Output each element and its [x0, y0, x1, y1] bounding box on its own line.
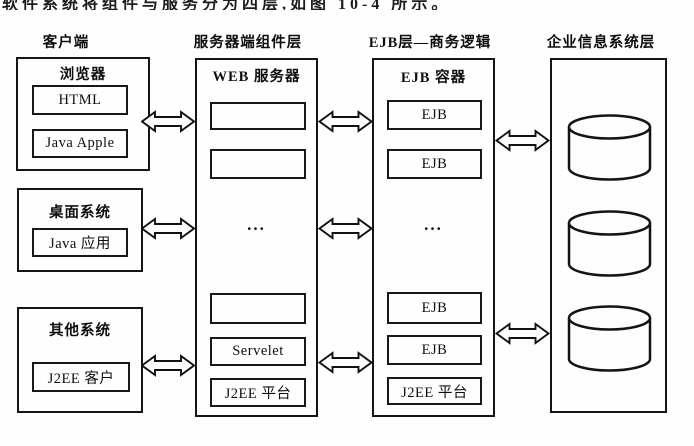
header-server-tier: 服务器端组件层 [193, 35, 303, 51]
web-server-title: WEB 服务器 [212, 69, 301, 85]
cropped-caption-region: 软件系统将组件与服务分为四层,如图 10-4 所示。 [0, 0, 500, 10]
server-empty-box-2 [210, 149, 306, 179]
cropped-caption-text: 软件系统将组件与服务分为四层,如图 10-4 所示。 [2, 0, 452, 10]
servlet-box: Servelet [210, 337, 306, 366]
server-j2ee-platform-box: J2EE 平台 [210, 378, 306, 407]
browser-title: 浏览器 [59, 67, 107, 83]
server-empty-box-3 [210, 293, 306, 324]
database-cylinder-1 [566, 113, 653, 188]
java-apple-box: Java Apple [32, 129, 128, 158]
arrow-ejb-eis-top [494, 129, 551, 157]
ejb-box-3: EJB [387, 292, 482, 324]
database-cylinder-2 [566, 209, 653, 284]
arrow-server-ejb-top [317, 110, 374, 138]
arrow-desktop-server [140, 217, 196, 245]
browser-group-box: 浏览器 HTML Java Apple [16, 57, 150, 171]
database-cylinder-3 [566, 304, 653, 379]
server-empty-box-1 [210, 102, 306, 130]
arrow-browser-server [140, 110, 196, 138]
web-server-column: WEB 服务器 ... Servelet J2EE 平台 [195, 58, 318, 417]
other-system-group-box: 其他系统 J2EE 客户 [17, 307, 143, 413]
ejb-container-title: EJB 容器 [400, 70, 467, 86]
header-ejb-tier: EJB层—商务逻辑 [368, 35, 492, 51]
header-eis-tier: 企业信息系统层 [546, 35, 656, 51]
arrow-server-ejb-middle [317, 217, 374, 245]
ejb-j2ee-platform-box: J2EE 平台 [387, 377, 482, 405]
ejb-container-column: EJB 容器 EJB EJB ... EJB EJB J2EE 平台 [372, 58, 495, 417]
desktop-group-box: 桌面系统 Java 应用 [17, 188, 143, 272]
ejb-box-4: EJB [387, 335, 482, 365]
java-app-box: Java 应用 [32, 228, 128, 257]
desktop-title: 桌面系统 [49, 205, 111, 221]
other-system-title: 其他系统 [49, 323, 111, 339]
eis-column [550, 58, 667, 413]
ejb-box-1: EJB [387, 100, 482, 130]
ejb-box-2: EJB [387, 149, 482, 179]
server-ellipsis: ... [247, 215, 266, 234]
arrow-ejb-eis-bottom [494, 322, 551, 350]
j2ee-client-box: J2EE 客户 [32, 362, 130, 392]
html-box: HTML [32, 85, 128, 115]
arrow-server-ejb-bottom [317, 351, 374, 379]
arrow-othersys-server [140, 354, 196, 382]
header-client-tier: 客户端 [42, 35, 90, 51]
ejb-ellipsis: ... [424, 215, 443, 234]
